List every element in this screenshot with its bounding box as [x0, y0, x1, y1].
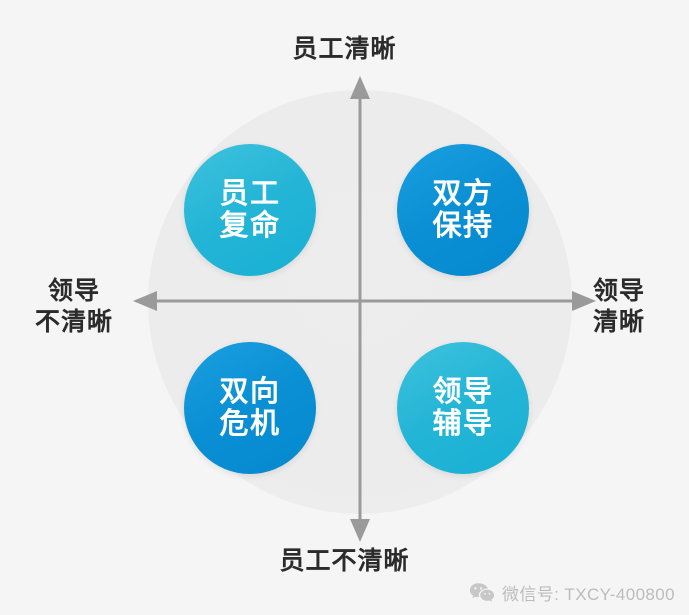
- axis-arrowhead-left: [133, 291, 157, 311]
- quadrant-bubble-bottom-right[interactable]: 领导 辅导: [397, 342, 529, 474]
- axis-label-left-line-1: 领导: [47, 277, 100, 305]
- axis-arrowhead-up: [350, 76, 370, 99]
- axis-label-right-line-2: 清晰: [592, 308, 645, 337]
- quadrant-label-line-2: 复命: [219, 210, 281, 242]
- quadrant-label-line-1: 员工: [219, 177, 281, 210]
- axis-label-right-line-1: 领导: [592, 277, 645, 305]
- axis-label-bottom: 员工不清晰: [279, 547, 410, 575]
- axis-label-left-line-2: 不清晰: [34, 308, 113, 337]
- quadrant-bubble-top-right[interactable]: 双方 保持: [397, 144, 529, 276]
- axis-label-left: 领导 不清晰: [18, 276, 130, 339]
- axis-arrowhead-down: [350, 519, 370, 542]
- quadrant-label-line-1: 双方: [432, 177, 494, 210]
- quadrant-bubble-bottom-left[interactable]: 双向 危机: [184, 342, 316, 474]
- axis-label-right: 领导 清晰: [563, 276, 675, 339]
- watermark-text: 微信号: TXCY-400800: [501, 585, 675, 604]
- quadrant-label-line-2: 保持: [432, 210, 494, 242]
- axis-arrowhead-right: [572, 291, 596, 311]
- quadrant-label-line-1: 领导: [432, 375, 494, 408]
- watermark: 微信号: TXCY-400800: [469, 580, 675, 605]
- wechat-icon: [469, 582, 495, 602]
- quadrant-label-line-2: 辅导: [432, 408, 494, 440]
- quadrant-bubble-top-left[interactable]: 员工 复命: [184, 144, 316, 276]
- axis-label-top: 员工清晰: [292, 35, 397, 63]
- quadrant-label-line-1: 双向: [219, 375, 281, 408]
- quadrant-label-line-2: 危机: [219, 408, 281, 440]
